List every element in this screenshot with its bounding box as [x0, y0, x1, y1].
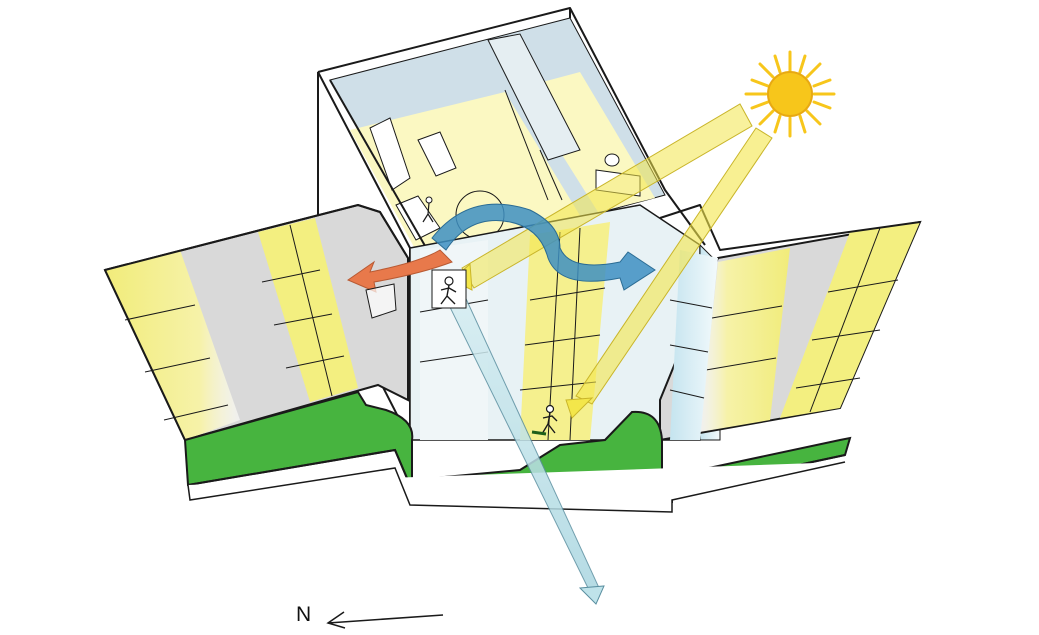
interior-partition — [487, 33, 581, 161]
walking-person-icon — [531, 404, 558, 436]
north-arrow-icon — [326, 611, 444, 629]
cabinet — [369, 117, 411, 191]
right-wing — [659, 204, 922, 442]
green-roof-strip — [183, 390, 852, 513]
airflow-arrow-out-icon — [346, 249, 453, 293]
person-icon — [431, 269, 467, 309]
interior-person-icon — [422, 196, 434, 223]
sun-icon — [744, 50, 836, 138]
airflow-arrow-icon — [431, 203, 656, 291]
cabinet-2 — [417, 131, 457, 177]
bed — [395, 195, 441, 241]
left-wing — [103, 203, 409, 442]
north-label: N — [296, 603, 312, 626]
